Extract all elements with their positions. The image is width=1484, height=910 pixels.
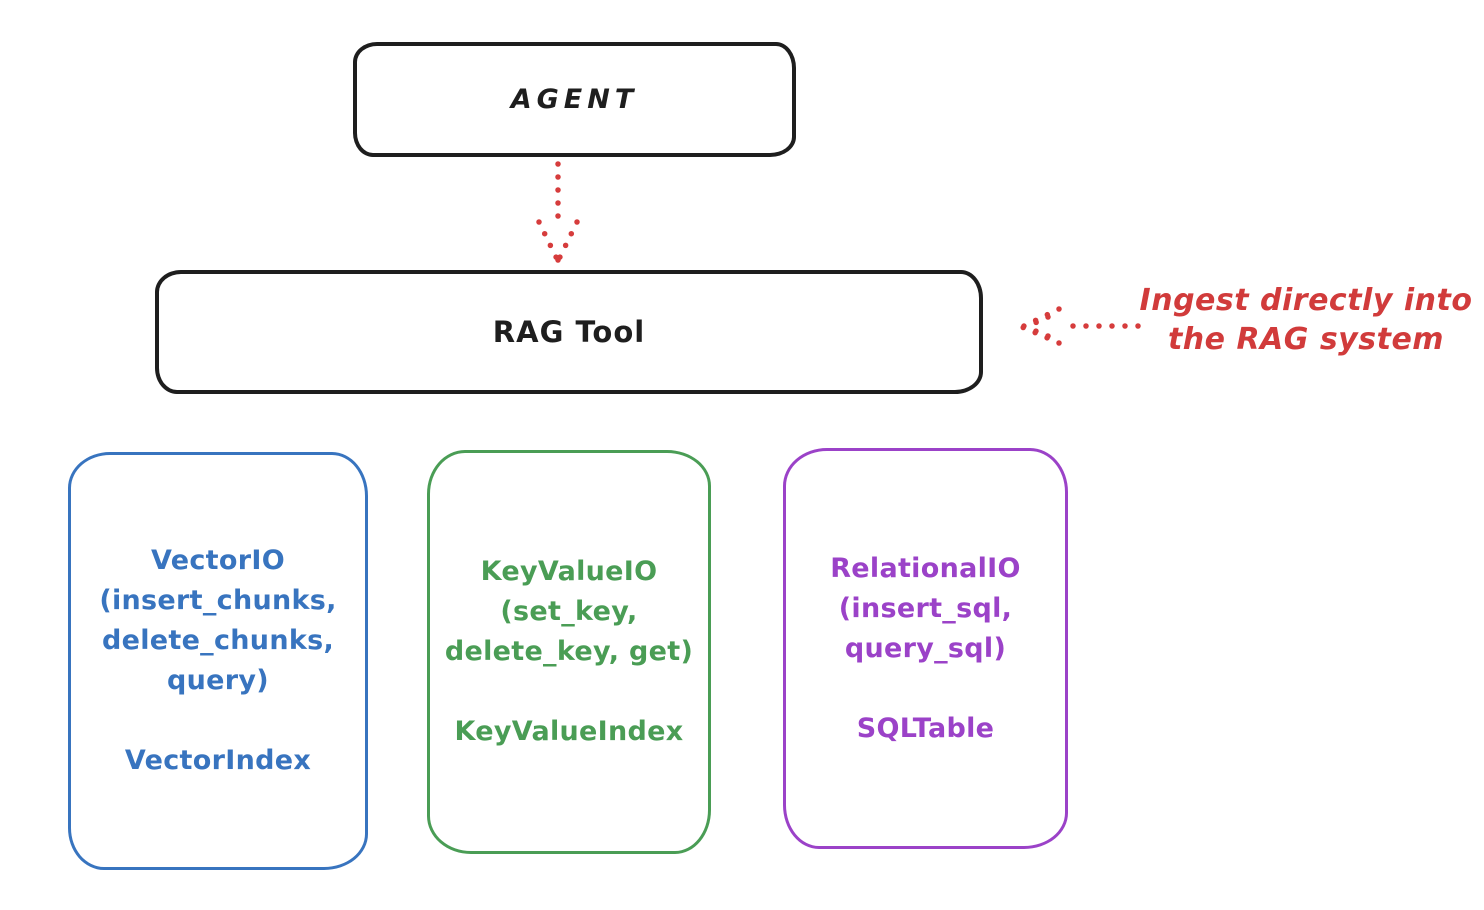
relational-io-param-line: (insert_sql, xyxy=(838,592,1013,624)
relational-io-box: RelationalIO (insert_sql, query_sql) SQL… xyxy=(783,448,1068,849)
keyvalue-io-param-line: delete_key, get) xyxy=(444,636,694,667)
agent-box: AGENT xyxy=(353,42,796,157)
relational-io-title: RelationalIO xyxy=(830,552,1021,584)
vector-io-param-line: delete_chunks, xyxy=(101,625,335,656)
vector-index-label: VectorIndex xyxy=(124,745,312,776)
ingest-annotation: Ingest directly into the RAG system xyxy=(1138,281,1474,359)
keyvalue-io-param-line: (set_key, xyxy=(500,596,638,627)
rag-tool-box: RAG Tool xyxy=(155,270,983,394)
vector-io-param-line: query) xyxy=(167,665,269,696)
keyvalue-index-label: KeyValueIndex xyxy=(454,716,684,747)
relational-io-param-line: query_sql) xyxy=(844,632,1007,664)
dotted-left-arrow-icon xyxy=(1019,306,1141,346)
vector-io-box: VectorIO (insert_chunks, delete_chunks, … xyxy=(68,452,368,870)
keyvalue-io-title: KeyValueIO xyxy=(480,556,658,587)
vector-io-param-line: (insert_chunks, xyxy=(99,585,337,616)
sql-table-label: SQLTable xyxy=(856,712,995,744)
agent-label: AGENT xyxy=(510,84,639,115)
ingest-annotation-line2: the RAG system xyxy=(1167,322,1445,357)
ingest-annotation-line1: Ingest directly into xyxy=(1139,283,1473,318)
rag-tool-label: RAG Tool xyxy=(492,315,646,349)
dotted-down-arrow-icon xyxy=(536,161,580,263)
vector-io-title: VectorIO xyxy=(151,545,285,576)
keyvalue-io-box: KeyValueIO (set_key, delete_key, get) Ke… xyxy=(427,450,711,854)
